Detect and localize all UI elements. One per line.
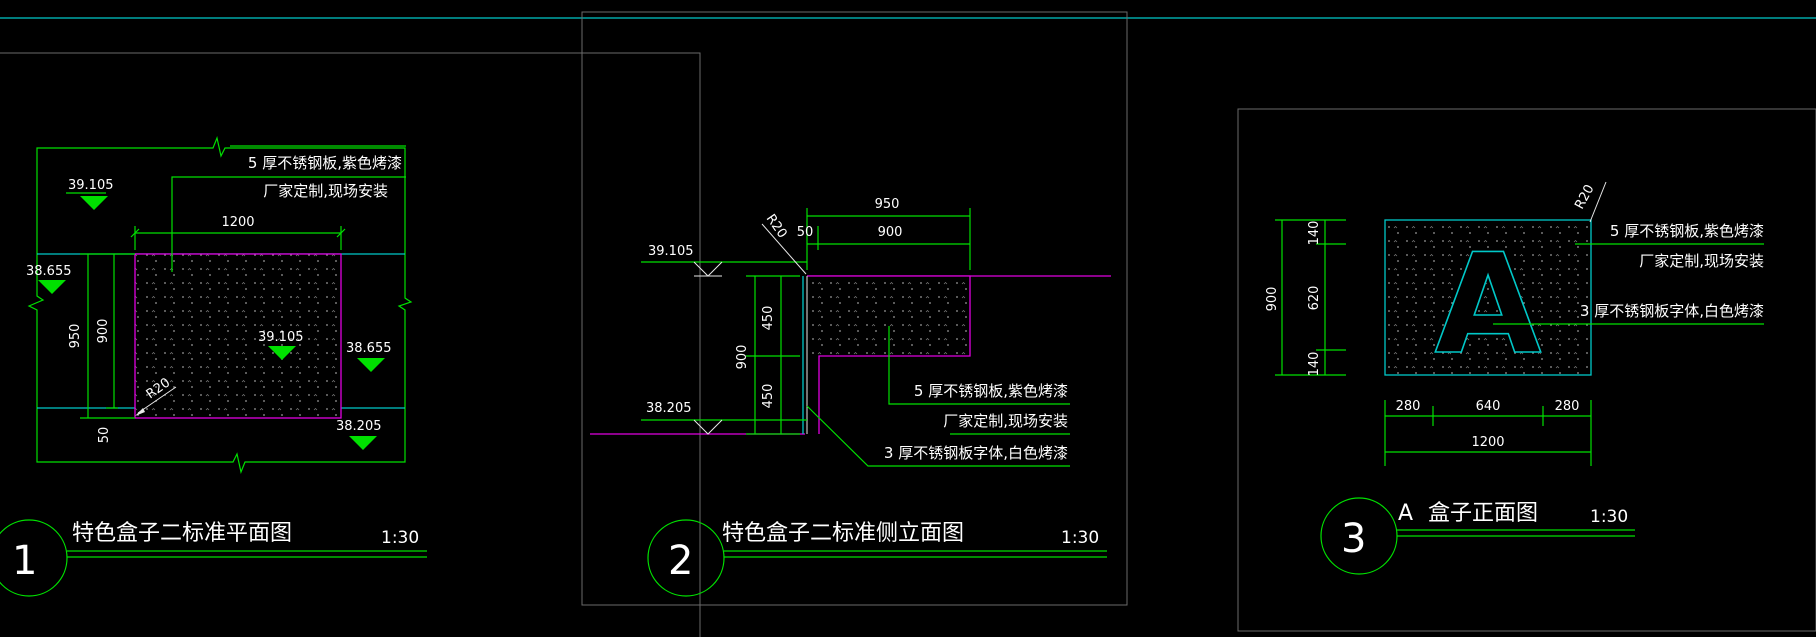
plan-dim-width: 1200 (130, 215, 346, 250)
plan-outer-boundary (27, 135, 413, 475)
svg-text:1200: 1200 (1471, 435, 1504, 450)
plan-box-hatch (135, 254, 341, 418)
svg-text:140: 140 (1307, 352, 1322, 377)
plan-elev-right: 38.655 (346, 341, 392, 372)
svg-text:5 厚不锈钢板,紫色烤漆: 5 厚不锈钢板,紫色烤漆 (914, 382, 1068, 400)
view-1-title: 特色盒子二标准平面图 (72, 521, 292, 546)
view-1-number: 1 (12, 538, 37, 584)
svg-text:R20: R20 (763, 212, 790, 242)
view-3-title-block: 3 A 盒子正面图 1:30 (1320, 497, 1635, 575)
svg-text:3 厚不锈钢板字体,白色烤漆: 3 厚不锈钢板字体,白色烤漆 (884, 444, 1068, 462)
svg-text:R20: R20 (1572, 182, 1597, 212)
svg-text:38.205: 38.205 (336, 419, 382, 434)
view-1-title-block: 1 特色盒子二标准平面图 1:30 (0, 519, 427, 597)
view-1-plan[interactable]: 1200 950 900 50 39.105 38.655 39.105 (0, 135, 427, 597)
view-2-side-elevation[interactable]: 950 50 900 900 450 450 39.105 38.205 (590, 197, 1111, 597)
view-3-title-letter: A (1398, 501, 1413, 526)
plan-elev-center: 39.105 (258, 330, 304, 360)
svg-text:3 厚不锈钢板字体,白色烤漆: 3 厚不锈钢板字体,白色烤漆 (1580, 302, 1764, 320)
side-note-material: 5 厚不锈钢板,紫色烤漆 厂家定制,现场安装 (888, 326, 1070, 435)
view-2-number: 2 (668, 538, 693, 584)
view-3-scale: 1:30 (1590, 507, 1628, 527)
view-1-scale: 1:30 (381, 528, 419, 548)
svg-text:950: 950 (875, 197, 900, 212)
svg-text:38.205: 38.205 (646, 401, 692, 416)
svg-text:620: 620 (1307, 286, 1322, 311)
front-note-letter: 3 厚不锈钢板字体,白色烤漆 (1493, 302, 1764, 325)
view-2-scale: 1:30 (1061, 528, 1099, 548)
side-dim-top: 950 50 900 (797, 197, 971, 270)
sheet-frame-1 (0, 52, 701, 637)
svg-text:280: 280 (1555, 399, 1580, 414)
sheet-frame-3 (1237, 108, 1816, 632)
svg-text:900: 900 (878, 225, 903, 240)
svg-text:900: 900 (735, 345, 750, 370)
svg-text:5 厚不锈钢板,紫色烤漆: 5 厚不锈钢板,紫色烤漆 (1610, 222, 1764, 240)
plan-elev-bottom-right: 38.205 (336, 419, 382, 450)
front-radius-label: R20 (1572, 181, 1607, 223)
side-box-outline (807, 275, 971, 434)
front-letter-a: A (1435, 224, 1542, 385)
svg-text:950: 950 (68, 324, 83, 349)
side-elev-bottom: 38.205 (641, 401, 807, 435)
plan-box-outline (134, 253, 342, 419)
front-box-hatch (1385, 220, 1591, 375)
view-2-title: 特色盒子二标准侧立面图 (722, 521, 964, 546)
front-dim-height: 900 140 620 140 (1265, 219, 1346, 377)
svg-text:900: 900 (96, 319, 111, 344)
side-elev-top: 39.105 (641, 244, 807, 277)
svg-text:140: 140 (1307, 221, 1322, 246)
front-dim-width: 280 640 280 1200 (1384, 399, 1592, 466)
plan-note-material: 5 厚不锈钢板,紫色烤漆 厂家定制,现场安装 (171, 145, 406, 272)
svg-text:450: 450 (761, 306, 776, 331)
side-note-letter: 3 厚不锈钢板字体,白色烤漆 (806, 405, 1070, 467)
side-radius-label: R20 (761, 212, 807, 275)
svg-text:38.655: 38.655 (346, 341, 392, 356)
view-3-front[interactable]: A 900 140 620 140 280 640 280 1200 (1265, 181, 1764, 575)
front-note-material: 5 厚不锈钢板,紫色烤漆 厂家定制,现场安装 (1575, 222, 1764, 270)
svg-text:39.105: 39.105 (648, 244, 694, 259)
front-box-outline (1384, 219, 1592, 376)
svg-text:900: 900 (1265, 287, 1280, 312)
view-2-title-block: 2 特色盒子二标准侧立面图 1:30 (647, 519, 1107, 597)
plan-dim-height: 950 900 50 (68, 253, 135, 444)
svg-text:厂家定制,现场安装: 厂家定制,现场安装 (943, 412, 1068, 430)
svg-text:39.105: 39.105 (258, 330, 304, 345)
svg-text:39.105: 39.105 (68, 178, 114, 193)
svg-text:厂家定制,现场安装: 厂家定制,现场安装 (1639, 252, 1764, 270)
svg-text:450: 450 (761, 384, 776, 409)
svg-text:厂家定制,现场安装: 厂家定制,现场安装 (263, 182, 388, 200)
view-3-number: 3 (1341, 516, 1366, 562)
svg-text:50: 50 (797, 225, 814, 240)
svg-text:640: 640 (1476, 399, 1501, 414)
plan-elev-left: 38.655 (26, 264, 72, 294)
side-dim-height: 900 450 450 (735, 275, 800, 435)
view-3-title: 盒子正面图 (1428, 501, 1538, 526)
svg-text:1200: 1200 (221, 215, 254, 230)
plan-elev-top-left: 39.105 (66, 178, 114, 210)
svg-text:280: 280 (1396, 399, 1421, 414)
svg-text:50: 50 (97, 427, 112, 444)
svg-text:5 厚不锈钢板,紫色烤漆: 5 厚不锈钢板,紫色烤漆 (248, 154, 402, 172)
svg-text:38.655: 38.655 (26, 264, 72, 279)
sheet-frame-2 (581, 11, 1128, 606)
